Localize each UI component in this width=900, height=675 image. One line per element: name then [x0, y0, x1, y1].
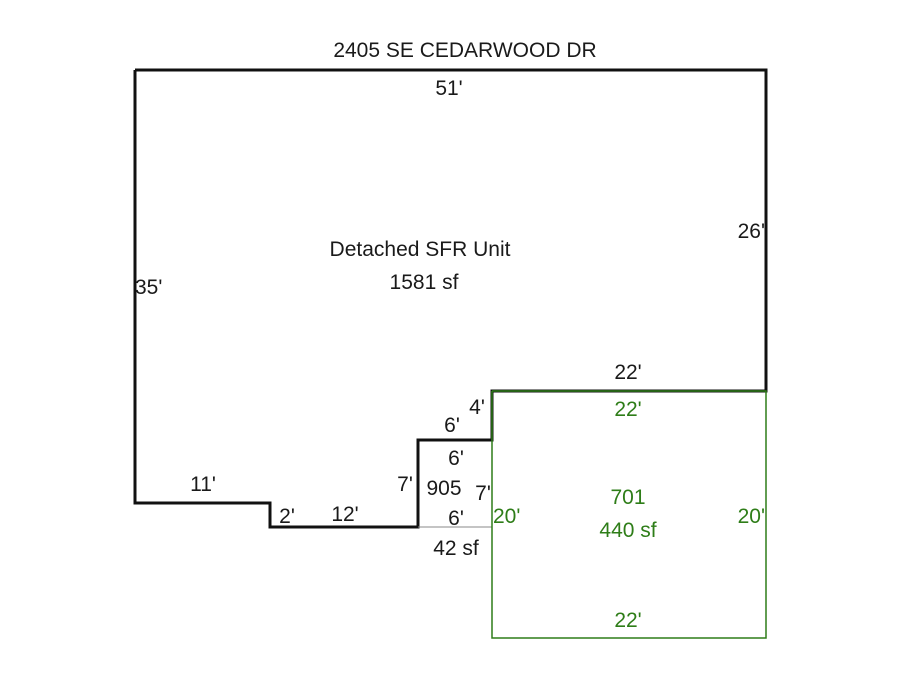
dim-main-notch: 2'	[279, 505, 295, 528]
dim-garage-left: 20'	[493, 505, 520, 528]
garage-area: 440 sf	[599, 519, 656, 542]
garage-code: 701	[610, 486, 645, 509]
dim-main-step-horizontal: 6'	[444, 414, 460, 437]
dim-main-step-vertical: 4'	[469, 396, 485, 419]
dim-porch-right: 7'	[475, 482, 491, 505]
dim-main-right: 26'	[738, 220, 765, 243]
dim-garage-right: 20'	[738, 505, 765, 528]
dim-porch-bottom: 6'	[448, 507, 464, 530]
porch-area: 42 sf	[433, 537, 479, 560]
garage-outline	[491, 390, 767, 639]
dim-main-top: 51'	[435, 77, 462, 100]
main-unit-area: 1581 sf	[390, 271, 459, 294]
dim-garage-bottom: 22'	[614, 609, 641, 632]
dim-main-inner-top: 22'	[614, 361, 641, 384]
dim-main-bottom-left: 11'	[190, 473, 216, 496]
dim-main-left: 35'	[135, 276, 162, 299]
main-unit-name: Detached SFR Unit	[330, 238, 511, 261]
dim-garage-top: 22'	[614, 398, 641, 421]
dim-main-bottom-mid: 12'	[331, 503, 358, 526]
porch-code: 905	[426, 477, 461, 500]
dim-main-inner-left: 7'	[397, 473, 413, 496]
main-dwelling-outline	[133, 68, 768, 529]
dim-porch-top: 6'	[448, 447, 464, 470]
address-title: 2405 SE CEDARWOOD DR	[333, 39, 596, 62]
